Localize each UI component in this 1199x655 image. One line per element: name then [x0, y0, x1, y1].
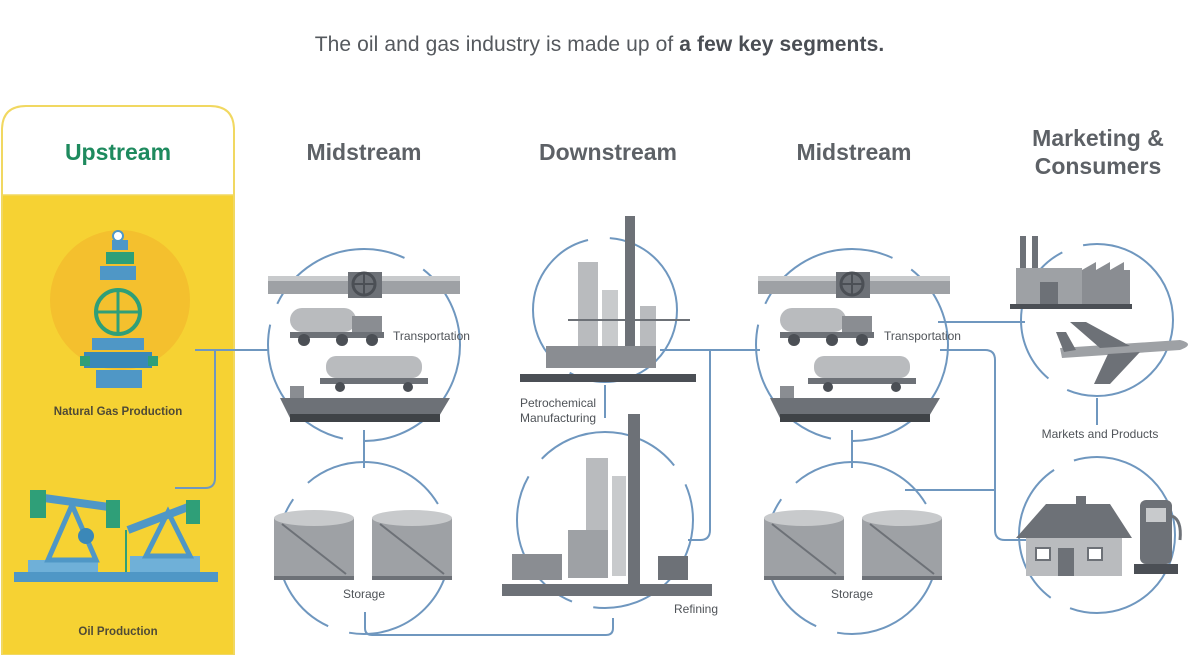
headline: The oil and gas industry is made up of a… — [0, 33, 1199, 57]
label-natural-gas-production: Natural Gas Production — [53, 406, 183, 418]
label-storage-2: Storage — [830, 587, 874, 601]
refinery-icon — [502, 414, 712, 596]
label-transportation-1: Transportation — [393, 329, 470, 343]
pipeline-valve-icon — [268, 271, 460, 298]
label-oil-production: Oil Production — [78, 626, 158, 638]
airplane-icon — [1056, 322, 1188, 384]
pumpjack-icon — [14, 490, 218, 582]
segment-title-midstream-2: Midstream — [796, 139, 912, 165]
label-transportation-2: Transportation — [884, 329, 961, 343]
tanker-truck-icon — [780, 308, 874, 346]
tanker-ship-icon — [280, 386, 450, 422]
segment-title-marketing: Marketing & Consumers — [1008, 124, 1188, 180]
storage-tank-icon — [764, 510, 942, 580]
rail-tank-car-icon — [320, 356, 428, 392]
gas-wellhead-icon — [50, 230, 190, 388]
label-petrochemical-manufacturing: Petrochemical Manufacturing — [520, 396, 690, 426]
label-petrochemical-line2: Manufacturing — [520, 411, 597, 425]
segment-title-upstream: Upstream — [64, 139, 172, 165]
label-refining: Refining — [674, 602, 719, 616]
rail-tank-car-icon — [808, 356, 916, 392]
segment-title-marketing-line1: Marketing & — [1032, 125, 1164, 151]
petrochemical-plant-icon — [520, 216, 696, 382]
headline-lead: The oil and gas industry is made up of — [314, 33, 674, 56]
headline-emphasis: a few key segments. — [679, 33, 885, 56]
tanker-truck-icon — [290, 308, 384, 346]
label-petrochemical-line1: Petrochemical — [520, 396, 597, 410]
house-icon — [1016, 496, 1132, 576]
fuel-pump-icon — [1134, 500, 1182, 574]
pipeline-valve-icon — [758, 271, 950, 298]
tanker-ship-icon — [770, 386, 940, 422]
segment-title-marketing-line2: Consumers — [1034, 153, 1162, 179]
factory-icon — [1010, 236, 1132, 309]
segment-title-downstream: Downstream — [538, 139, 678, 165]
storage-tank-icon — [274, 510, 452, 580]
label-markets-and-products: Markets and Products — [1041, 427, 1159, 441]
connector-lines — [175, 321, 1098, 636]
segment-title-midstream-1: Midstream — [306, 139, 422, 165]
label-storage-1: Storage — [342, 587, 386, 601]
